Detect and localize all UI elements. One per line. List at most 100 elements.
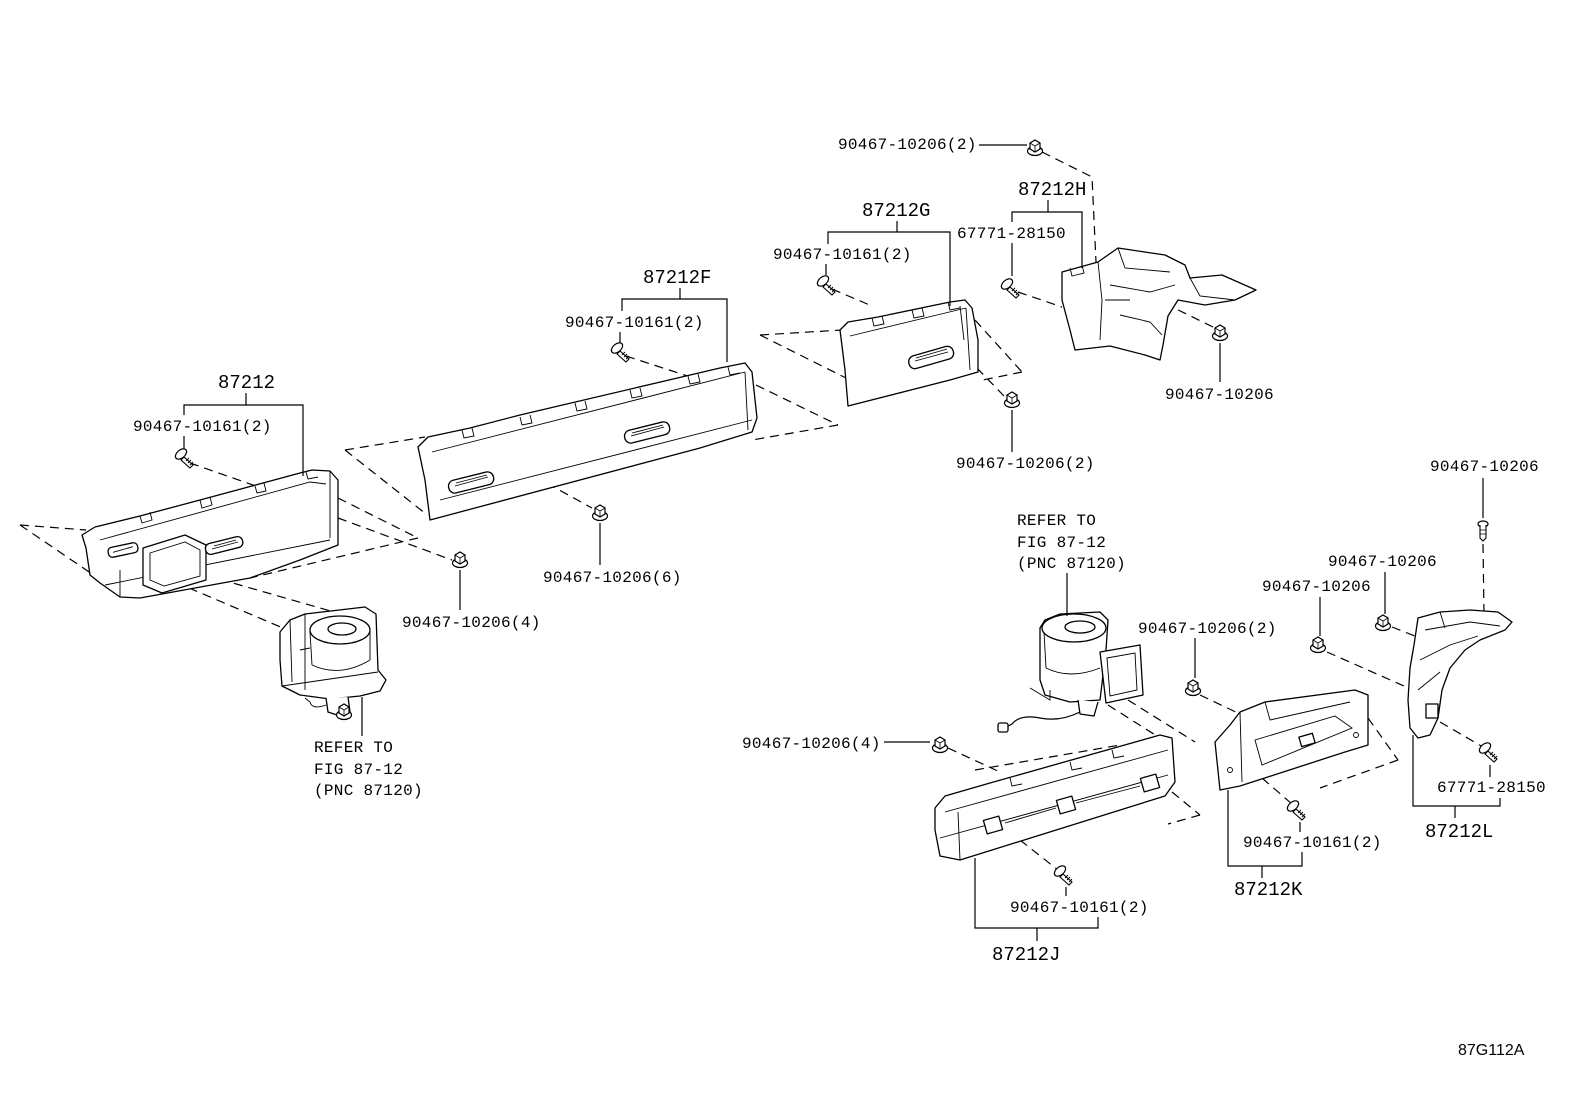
air-vent-louvers: [914, 348, 949, 362]
panel-hole: [1353, 732, 1359, 738]
panel-body: [839, 299, 979, 407]
dashed-guide-line: [337, 517, 453, 561]
air-vent-louvers: [630, 424, 665, 437]
part-label-87212F: 87212F: [643, 267, 711, 289]
dashed-guide-line: [1127, 699, 1196, 743]
reference-note-right: REFER TO FIG 87-12 (PNC 87120): [1017, 512, 1126, 573]
dashed-guide-line: [1167, 814, 1201, 825]
dashed-guide-line: [1319, 759, 1399, 789]
bracket-87212L: [1412, 735, 1501, 807]
blower-housing-detail: [281, 614, 379, 690]
panel-recess-detail: [1004, 785, 1141, 824]
duct-contour-detail: [1097, 247, 1236, 341]
blower-wire: [304, 697, 327, 708]
bracket-87212: [183, 404, 304, 476]
duct-contour-detail: [1417, 611, 1501, 691]
reference-line: (PNC 87120): [1017, 555, 1126, 573]
air-vent-slot: [908, 345, 955, 370]
wire-connector: [997, 722, 1009, 733]
bracket-87212G: [827, 231, 951, 306]
panel-edge-detail: [939, 749, 1169, 861]
clip-icon: [608, 340, 630, 363]
panel-clip-seat: [1298, 732, 1316, 748]
fastener-label: 90467-10206(2): [838, 136, 977, 154]
dashed-guide-line: [759, 334, 847, 379]
panel-body: [417, 362, 758, 521]
blower-cylinder-side: [309, 630, 371, 671]
bolt-icon: [1003, 391, 1021, 409]
part-87212G-duct-panel: [839, 299, 979, 407]
panel-edge-detail: [849, 305, 971, 371]
duct-body: [1407, 609, 1513, 739]
bolt-icon: [451, 551, 469, 569]
part-87212L-duct: [1407, 609, 1513, 739]
air-vent-slot: [107, 542, 139, 558]
bolt-icon: [1211, 324, 1229, 342]
panel-tab-detail: [871, 301, 961, 327]
part-87212J-duct-panel: [934, 734, 1176, 861]
bolt-icon: [1309, 636, 1327, 654]
air-vent-louvers: [112, 546, 134, 553]
fastener-label: 90467-10161(2): [1010, 899, 1149, 917]
bolt-icon: [931, 736, 949, 754]
dashed-guide-line: [755, 384, 839, 426]
panel-tab-detail: [461, 366, 741, 439]
fastener-label: 90467-10161(2): [1243, 834, 1382, 852]
panel-edge-detail: [431, 371, 753, 501]
part-label-87212L: 87212L: [1425, 821, 1493, 843]
panel-clip-seat: [1139, 773, 1161, 793]
dashed-guide-line: [1199, 694, 1241, 715]
blower-unit-left: [279, 606, 387, 721]
diagram-id: 87G112A: [1458, 1042, 1525, 1059]
dashed-guide-line: [1439, 721, 1484, 748]
blower-outlet: [1099, 644, 1144, 704]
dashed-guide-line: [1261, 777, 1293, 805]
leader-lines: [183, 144, 1501, 941]
panel-tab-detail: [139, 471, 319, 524]
dashed-guide-line: [751, 424, 839, 441]
panel-clip-seat: [982, 815, 1004, 835]
fastener-label: 90467-10206: [1165, 386, 1274, 404]
duct-outlet-inner: [149, 541, 201, 587]
panel-body: [934, 734, 1176, 861]
air-vent-louvers: [454, 474, 489, 487]
dashed-guides: [19, 151, 1485, 871]
panel-inner-detail: [1239, 701, 1353, 783]
dashed-guide-line: [249, 537, 419, 579]
dashed-guide-line: [977, 371, 1023, 382]
dashed-guide-line: [1017, 291, 1063, 308]
fastener-label: 90467-10161(2): [773, 246, 912, 264]
bolt-icon: [591, 504, 609, 522]
fastener-label: 90467-10206: [1430, 458, 1539, 476]
dashed-guide-line: [947, 747, 1001, 773]
clip-icon: [1051, 863, 1073, 886]
reference-line: REFER TO: [314, 739, 393, 757]
fastener-label: 90467-10161(2): [133, 418, 272, 436]
reference-line: FIG 87-12: [314, 761, 403, 779]
bolt-icon: [1184, 679, 1202, 697]
panel-clip-seat: [1055, 795, 1077, 815]
dashed-guide-line: [1041, 151, 1097, 263]
dashed-guide-line: [344, 436, 426, 451]
fastener-label: 90467-10161(2): [565, 314, 704, 332]
dashed-guide-line: [344, 449, 427, 515]
duct-tab-detail: [1069, 264, 1085, 277]
blower-motor: [1077, 699, 1099, 717]
blower-outlet-inner: [1106, 652, 1138, 697]
fastener-label: 90467-10206(4): [742, 735, 881, 753]
panel-tab-detail: [1009, 749, 1125, 787]
dashed-guide-line: [337, 497, 419, 539]
part-label-87212J: 87212J: [992, 944, 1060, 966]
part-87212-duct-panel: [81, 469, 339, 599]
part-87212K-duct-panel: [1214, 689, 1369, 791]
fastener-label: 90467-10206(6): [543, 569, 682, 587]
reference-line: (PNC 87120): [314, 782, 423, 800]
bracket-87212F: [621, 298, 728, 362]
duct-clip-seat: [1425, 703, 1439, 719]
bracket-87212J: [974, 858, 1099, 929]
blower-cylinder-side: [1029, 631, 1101, 701]
fastener-label: 90467-10206(4): [402, 614, 541, 632]
dashed-guide-line: [174, 581, 284, 629]
reference-line: REFER TO: [1017, 512, 1096, 530]
blower-unit-right: [997, 611, 1144, 733]
